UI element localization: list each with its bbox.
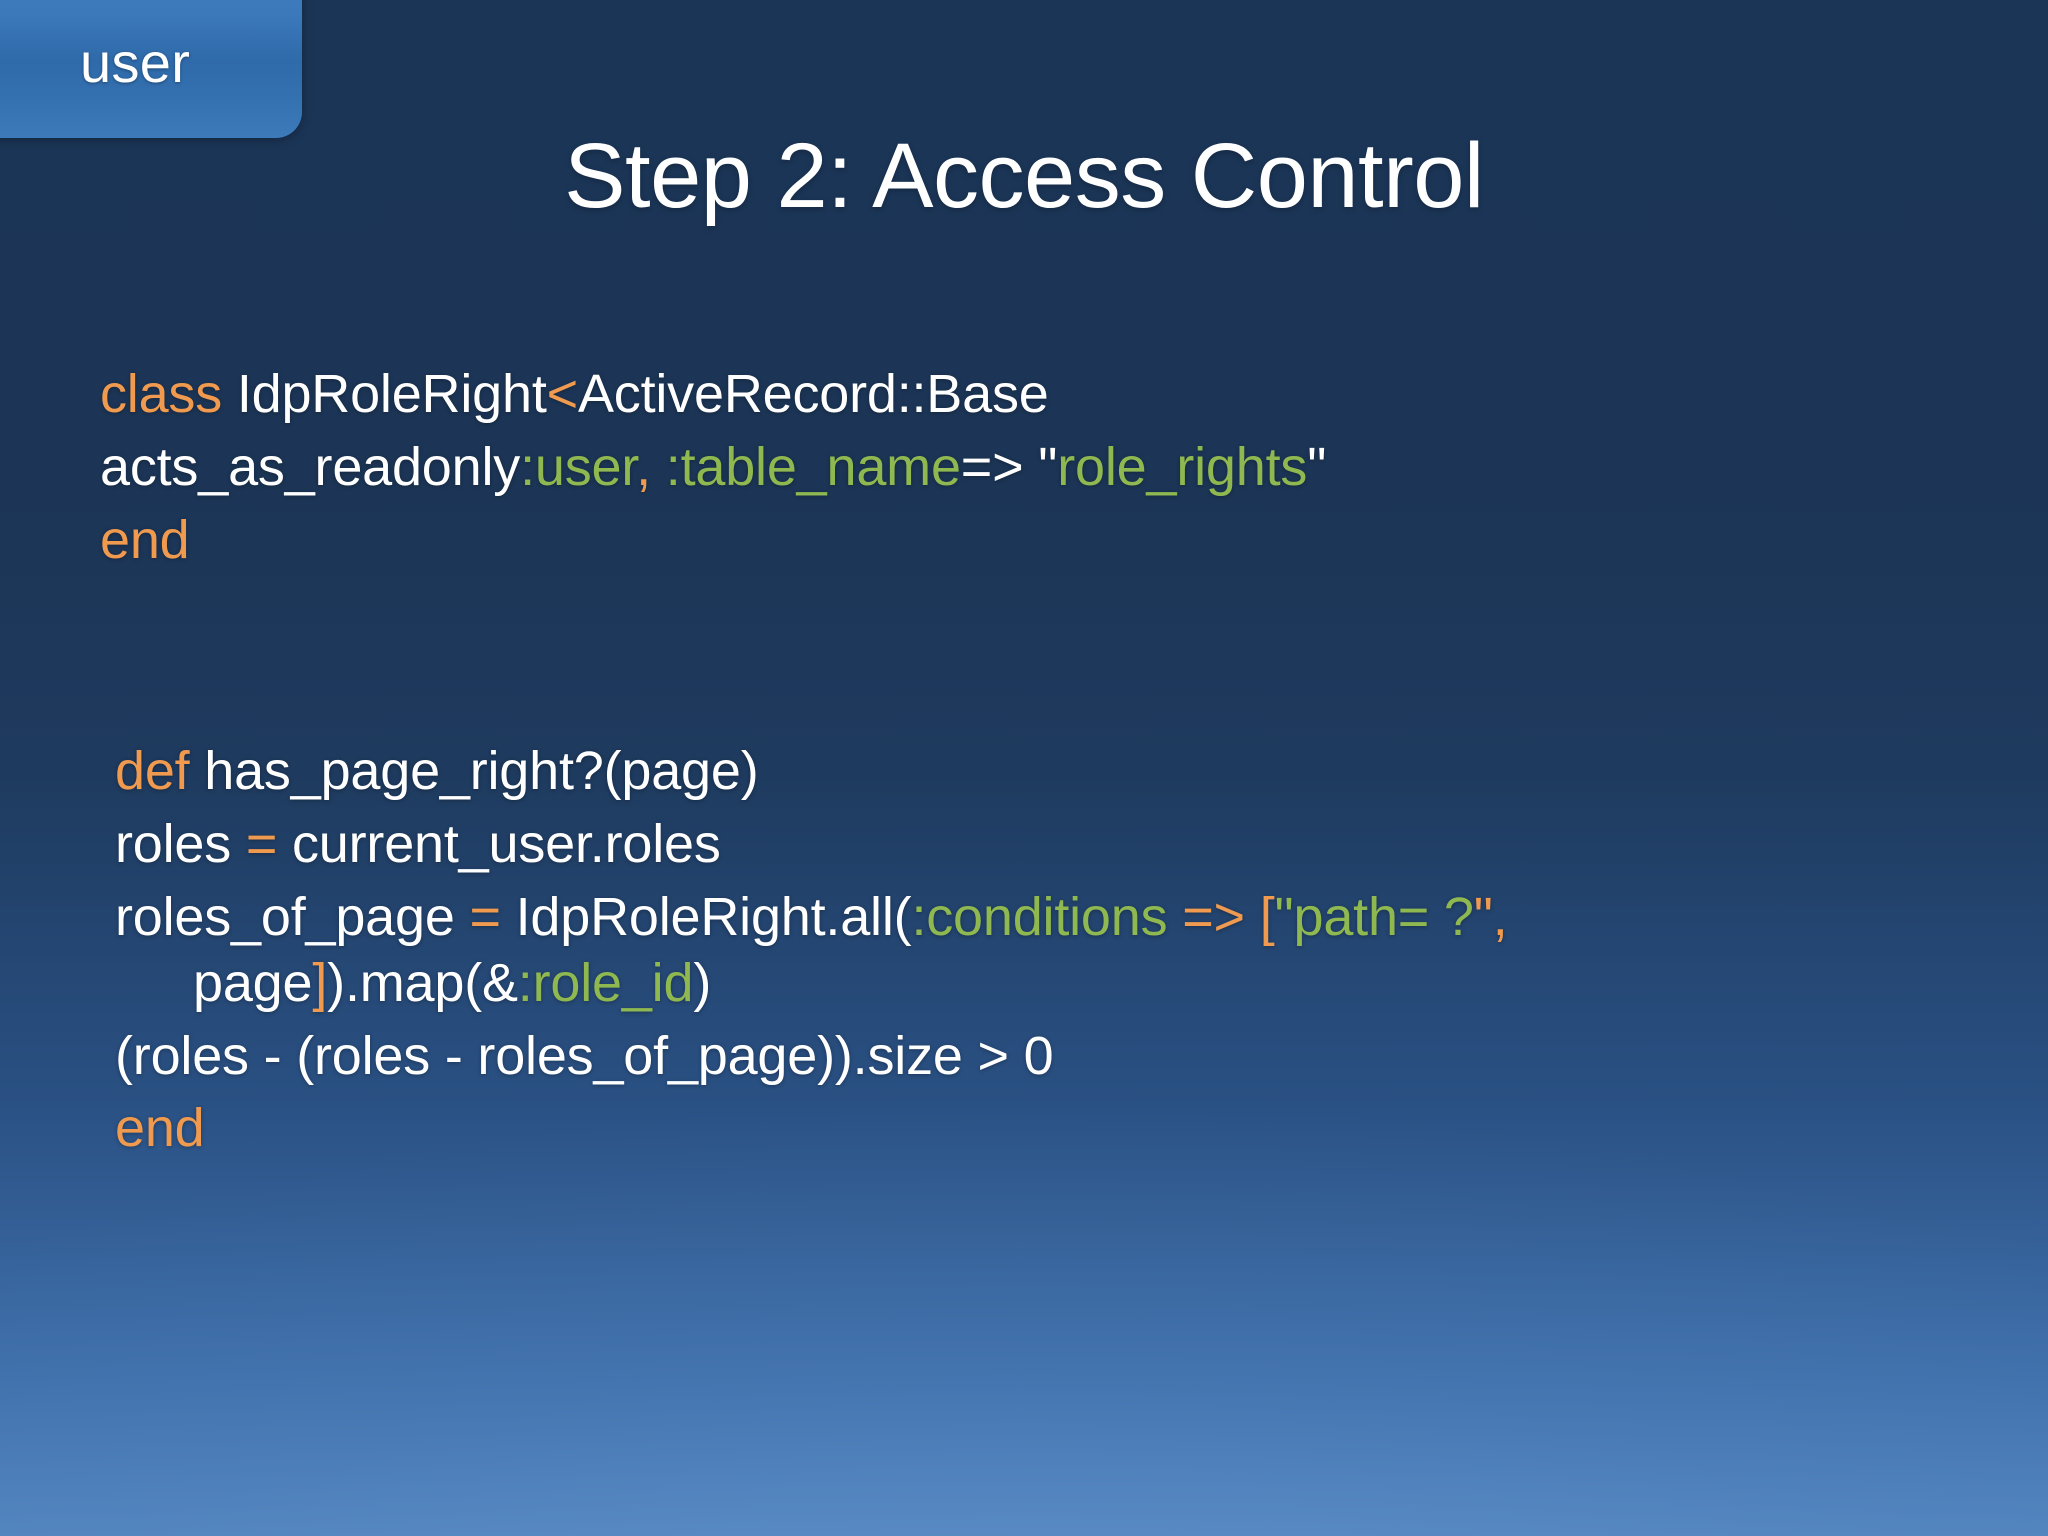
code-token-comma: , <box>1492 886 1508 947</box>
code-token-quote-open: " <box>1274 886 1294 947</box>
page-title: Step 2: Access Control <box>564 125 1484 227</box>
code-token-assign-operator: = <box>245 813 278 874</box>
code-line: roles_of_page = IdpRoleRight.all(:condit… <box>115 881 1855 1020</box>
code-token-argument-page: page <box>193 886 1523 1013</box>
code-token-keyword-end: end <box>115 1098 205 1159</box>
code-line: end <box>115 1092 1855 1165</box>
code-token-symbol-user: :user <box>520 436 637 497</box>
code-token-bracket-close: ] <box>312 952 328 1013</box>
code-token-hash-arrow: => <box>960 436 1039 497</box>
code-token-hash-arrow: => <box>1167 886 1260 947</box>
code-token-class-name: IdpRoleRight <box>222 364 547 424</box>
code-token-keyword-end: end <box>100 509 190 570</box>
code-token-keyword: class <box>100 364 223 424</box>
code-token-bracket-open: [ <box>1259 886 1275 947</box>
code-token-assign-operator: = <box>469 886 501 947</box>
code-token-symbol-table-name: :table_name <box>650 436 961 497</box>
code-token-string-path: path <box>1293 886 1398 947</box>
code-token-quote-close: " <box>1307 436 1327 497</box>
code-token-operator: < <box>546 364 579 424</box>
code-line: def has_page_right?(page) <box>115 735 1855 808</box>
code-line: acts_as_readonly:user, :table_name=> "ro… <box>100 431 1820 504</box>
code-line: roles = current_user.roles <box>115 808 1855 881</box>
code-token-superclass: ActiveRecord::Base <box>577 364 1049 424</box>
code-line: (roles - (roles - roles_of_page)).size >… <box>115 1020 1855 1093</box>
code-token-method-call: acts_as_readonly <box>100 436 521 497</box>
code-block-method-definition: def has_page_right?(page) roles = curren… <box>115 735 1855 1165</box>
code-line: end <box>100 504 1820 577</box>
code-token-variable-roles: roles <box>115 813 246 874</box>
code-token-symbol-role-id: :role_id <box>517 952 694 1013</box>
code-block-class-definition: class IdpRoleRight<ActiveRecord::Base ac… <box>100 358 1820 577</box>
code-token-keyword-def: def <box>115 741 190 801</box>
code-line: class IdpRoleRight<ActiveRecord::Base <box>100 358 1820 431</box>
user-section-badge[interactable]: user <box>0 0 302 138</box>
code-token-string-role-rights: role_rights <box>1057 436 1308 497</box>
code-token-symbol-conditions: :conditions <box>911 886 1168 947</box>
code-token-return-expression: (roles - (roles - roles_of_page)).size >… <box>115 1025 1054 1086</box>
code-token-map-call: ).map(& <box>327 952 518 1013</box>
user-section-badge-label: user <box>80 31 191 94</box>
code-token-expression: current_user.roles <box>277 813 721 874</box>
code-token-string-condition: = ? <box>1397 886 1474 947</box>
code-token-variable-roles-of-page: roles_of_page <box>115 886 470 947</box>
code-token-paren-close: ) <box>693 952 712 1013</box>
code-token-method-call: IdpRoleRight.all( <box>500 886 912 947</box>
code-token-comma: , <box>636 436 651 497</box>
code-token-quote-open: " <box>1038 436 1058 497</box>
code-token-quote-close: " <box>1473 886 1493 947</box>
code-token-method-signature: has_page_right?(page) <box>189 741 759 801</box>
